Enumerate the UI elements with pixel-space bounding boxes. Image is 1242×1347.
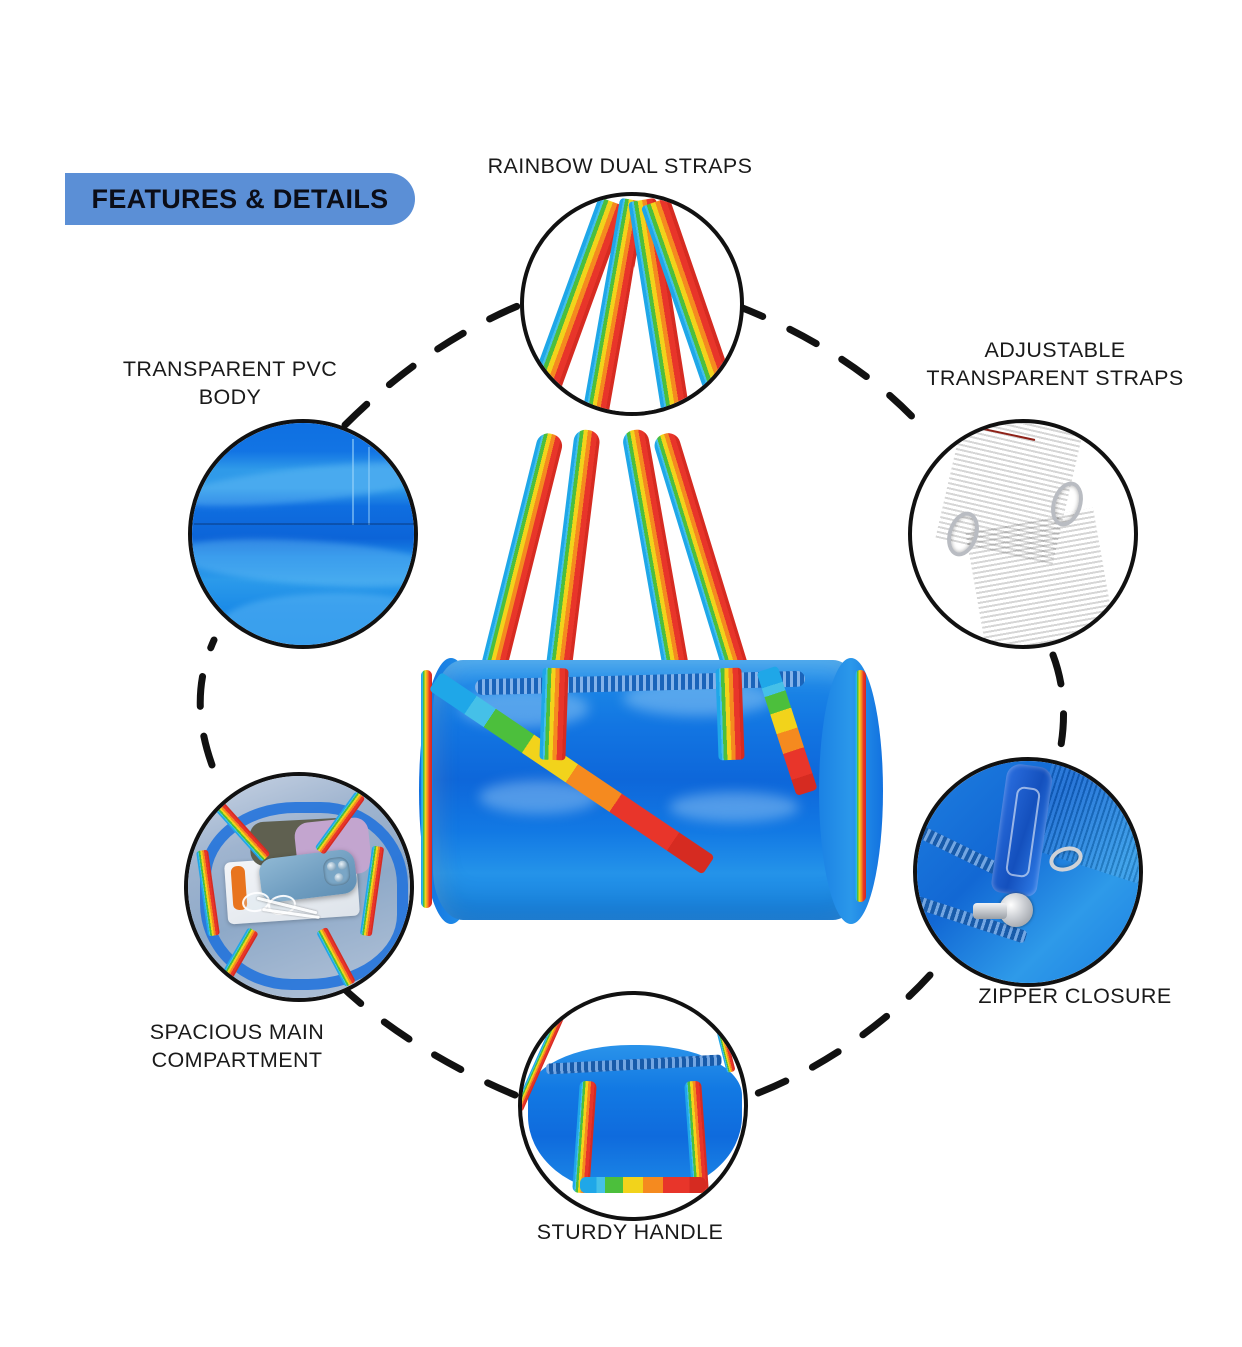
rainbow-dual-straps-photo bbox=[524, 196, 740, 412]
main-compartment-photo bbox=[188, 776, 410, 998]
hero-handle-tab-right bbox=[715, 667, 745, 761]
inset-spacious-main-compartment bbox=[184, 772, 414, 1002]
transparent-pvc-photo bbox=[192, 423, 414, 645]
adjustable-strap-photo bbox=[912, 423, 1134, 645]
pvc-crease bbox=[194, 523, 414, 525]
inset-transparent-pvc-body bbox=[188, 419, 418, 649]
sturdy-handle-photo bbox=[522, 995, 744, 1217]
inset-adjustable-transparent-straps bbox=[908, 419, 1138, 649]
hero-handle-tab-left bbox=[539, 667, 569, 761]
pvc-seam-1 bbox=[352, 439, 354, 525]
label-spacious-main-compartment: SPACIOUS MAIN COMPARTMENT bbox=[149, 1020, 325, 1073]
hero-bag-end-right bbox=[819, 658, 883, 924]
label-sturdy-handle: STURDY HANDLE bbox=[536, 1220, 724, 1244]
hero-piping-right bbox=[855, 670, 866, 902]
label-zipper-closure: ZIPPER CLOSURE bbox=[978, 984, 1172, 1008]
handle-bottom-joiner bbox=[580, 1177, 706, 1193]
label-transparent-pvc-body: TRANSPARENT PVC BODY bbox=[122, 357, 338, 410]
webbing-lower bbox=[964, 507, 1120, 645]
inset-rainbow-dual-straps bbox=[520, 192, 744, 416]
zipper-metal-bar bbox=[973, 903, 1007, 919]
features-details-badge: FEATURES & DETAILS bbox=[65, 173, 415, 225]
label-rainbow-dual-straps: RAINBOW DUAL STRAPS bbox=[487, 154, 753, 178]
hero-product-image bbox=[415, 420, 885, 950]
pvc-wave-bottom bbox=[222, 593, 414, 645]
inset-sturdy-handle bbox=[518, 991, 748, 1221]
features-details-badge-label: FEATURES & DETAILS bbox=[91, 183, 389, 214]
label-adjustable-transparent-straps: ADJUSTABLE TRANSPARENT STRAPS bbox=[926, 338, 1184, 391]
hero-highlight-4 bbox=[669, 792, 799, 822]
pvc-seam-2 bbox=[368, 447, 370, 525]
hero-piping-left bbox=[421, 670, 432, 908]
zipper-closure-photo bbox=[917, 761, 1139, 983]
pvc-material-fill bbox=[192, 423, 414, 645]
phone-camera-module bbox=[322, 855, 352, 887]
inset-zipper-closure bbox=[913, 757, 1143, 987]
